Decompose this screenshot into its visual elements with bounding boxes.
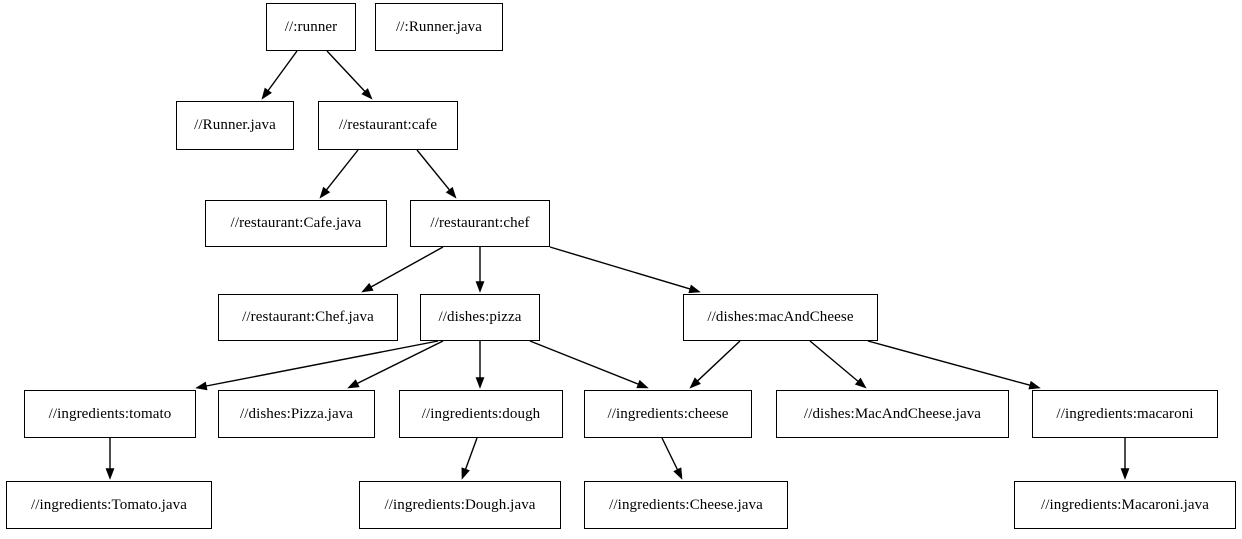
graph-node-label: //ingredients:Macaroni.java bbox=[1040, 496, 1210, 513]
graph-node-runner_java[interactable]: //Runner.java bbox=[176, 101, 294, 150]
edge-arrowhead bbox=[475, 377, 485, 389]
edge-arrowhead bbox=[461, 467, 470, 480]
graph-node-label: //restaurant:chef bbox=[430, 215, 530, 231]
graph-node-restaurant_cafe_java[interactable]: //restaurant:Cafe.java bbox=[205, 200, 387, 247]
graph-node-label: //dishes:Pizza.java bbox=[239, 405, 354, 422]
graph-node-ingredients_tomato[interactable]: //ingredients:tomato bbox=[24, 390, 196, 438]
edge-line bbox=[357, 340, 444, 384]
edge-arrowhead bbox=[475, 281, 485, 293]
graph-node-label: //ingredients:tomato bbox=[48, 405, 172, 422]
edge-line bbox=[416, 149, 450, 191]
graph-node-ingredients_cheese[interactable]: //ingredients:cheese bbox=[584, 390, 752, 438]
graph-node-label: //restaurant:cafe bbox=[338, 117, 438, 133]
graph-node-ingredients_macaroni_java[interactable]: //ingredients:Macaroni.java bbox=[1014, 481, 1236, 529]
graph-node-runner_java_root[interactable]: //:Runner.java bbox=[375, 3, 503, 51]
edge-arrowhead bbox=[261, 87, 272, 100]
graph-node-label: //restaurant:Cafe.java bbox=[230, 215, 362, 231]
edge-line bbox=[326, 50, 366, 92]
edge-arrowhead bbox=[854, 377, 867, 389]
edge-arrowhead bbox=[1120, 468, 1130, 480]
graph-node-label: //dishes:macAndCheese bbox=[707, 309, 854, 325]
graph-node-label: //restaurant:Chef.java bbox=[242, 309, 374, 325]
edge-line bbox=[206, 340, 439, 387]
edge-arrowhead bbox=[688, 284, 701, 294]
graph-node-label: //ingredients:dough bbox=[421, 405, 541, 422]
edge-line bbox=[267, 50, 298, 91]
edge-arrowhead bbox=[673, 467, 683, 480]
edge-arrowhead bbox=[195, 381, 208, 391]
edge-arrowhead bbox=[636, 379, 649, 389]
edge-line bbox=[529, 340, 639, 385]
graph-node-restaurant_chef_java[interactable]: //restaurant:Chef.java bbox=[218, 294, 398, 341]
graph-node-label: //ingredients:Dough.java bbox=[384, 496, 536, 513]
graph-node-label: //Runner.java bbox=[194, 117, 276, 133]
graph-node-ingredients_tomato_java[interactable]: //ingredients:Tomato.java bbox=[6, 481, 212, 529]
edge-line bbox=[464, 437, 478, 470]
graph-node-dishes_macandcheese[interactable]: //dishes:macAndCheese bbox=[683, 294, 878, 341]
graph-node-label: //:runner bbox=[284, 18, 338, 35]
edge-arrowhead bbox=[319, 186, 331, 199]
edge-arrowhead bbox=[689, 377, 701, 389]
graph-node-label: //ingredients:Tomato.java bbox=[31, 496, 187, 513]
edge-line bbox=[867, 340, 1031, 386]
graph-node-ingredients_dough_java[interactable]: //ingredients:Dough.java bbox=[359, 481, 561, 529]
edge-arrowhead bbox=[347, 379, 360, 389]
graph-node-label: //ingredients:Cheese.java bbox=[609, 496, 763, 513]
edge-line bbox=[697, 340, 741, 382]
edge-arrowhead bbox=[361, 88, 373, 100]
edge-arrowhead bbox=[1028, 380, 1041, 390]
graph-node-dishes_macandcheese_java[interactable]: //dishes:MacAndCheese.java bbox=[776, 390, 1009, 438]
graph-node-restaurant_chef[interactable]: //restaurant:chef bbox=[410, 200, 550, 247]
edge-line bbox=[370, 246, 444, 288]
graph-node-label: //ingredients:cheese bbox=[607, 405, 729, 422]
graph-node-label: //dishes:MacAndCheese.java bbox=[803, 405, 982, 422]
edge-line bbox=[809, 340, 859, 382]
graph-node-dishes_pizza_java[interactable]: //dishes:Pizza.java bbox=[218, 390, 375, 438]
graph-node-label: //dishes:pizza bbox=[438, 309, 522, 325]
graph-node-restaurant_cafe[interactable]: //restaurant:cafe bbox=[318, 101, 458, 150]
graph-node-ingredients_dough[interactable]: //ingredients:dough bbox=[399, 390, 563, 438]
graph-node-ingredients_macaroni[interactable]: //ingredients:macaroni bbox=[1032, 390, 1218, 438]
edge-line bbox=[661, 437, 679, 470]
graph-node-ingredients_cheese_java[interactable]: //ingredients:Cheese.java bbox=[584, 481, 788, 529]
edge-line bbox=[325, 149, 359, 191]
graph-node-runner[interactable]: //:runner bbox=[266, 3, 356, 51]
edge-line bbox=[549, 246, 691, 290]
graph-node-label: //:Runner.java bbox=[396, 18, 482, 35]
edge-arrowhead bbox=[105, 468, 115, 480]
edge-arrowhead bbox=[361, 282, 374, 293]
edge-arrowhead bbox=[445, 186, 457, 199]
graph-node-dishes_pizza[interactable]: //dishes:pizza bbox=[420, 294, 540, 341]
graph-node-label: //ingredients:macaroni bbox=[1056, 405, 1194, 422]
